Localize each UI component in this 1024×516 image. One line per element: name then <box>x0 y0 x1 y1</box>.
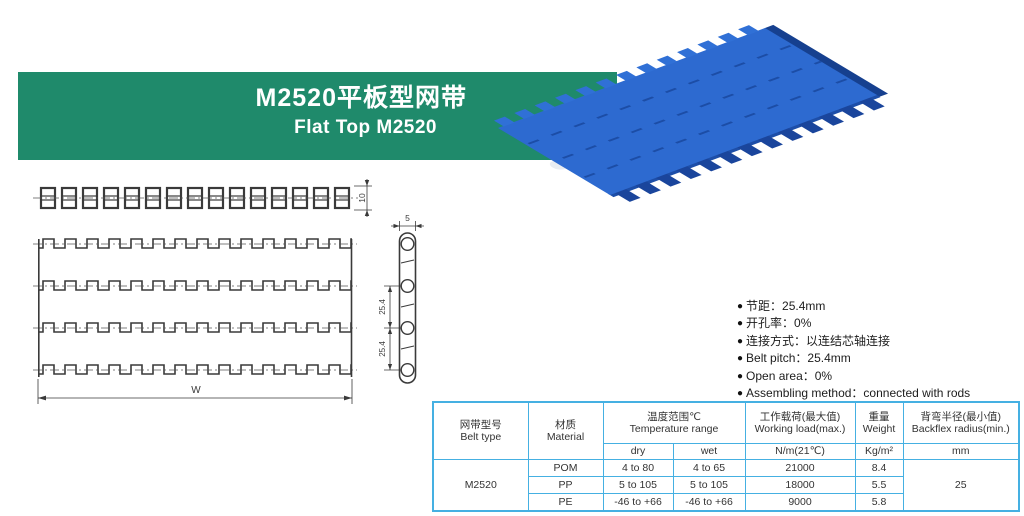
header-weight-zh: 重量 <box>868 410 890 423</box>
cell-backflex-radius: 25 <box>902 459 1020 512</box>
spec-item-label: 开孔率：0% <box>746 316 812 331</box>
cell-material: POM <box>527 459 604 477</box>
cell-temp-wet: 5 to 105 <box>672 476 746 494</box>
spec-item-label: Belt pitch：25.4mm <box>746 351 851 366</box>
cell-material: PP <box>527 476 604 494</box>
slat-details <box>400 259 415 350</box>
spec-item-label: Open area：0% <box>746 368 833 383</box>
bullet-icon: ● <box>737 370 744 382</box>
cell-temp-dry: -46 to +66 <box>602 493 674 512</box>
section-view-drawing: 5 25.4 25.4 <box>378 213 424 384</box>
cell-temp-dry: 5 to 105 <box>602 476 674 494</box>
spec-table-container: 网带型号 Belt type 材质 Material 温度范围℃ Tempera… <box>432 401 1020 512</box>
header-belt-type-zh: 网带型号 <box>459 418 502 431</box>
table-row-pp: PP 5 to 105 5 to 105 18000 5.5 <box>433 476 1019 494</box>
cell-temp-dry: 4 to 80 <box>602 459 674 477</box>
bullet-icon: ● <box>737 353 744 365</box>
spec-item-label: 连接方式：以连结芯轴连接 <box>746 333 891 348</box>
bullet-icon: ● <box>737 318 744 330</box>
header-material-zh: 材质 <box>555 418 576 431</box>
subheader-load-unit: N/m(21℃) <box>744 443 856 460</box>
header-material: 材质 Material <box>527 401 604 460</box>
header-weight-en: Weight <box>862 423 896 435</box>
belt-3d-group <box>493 24 889 202</box>
header-belt-type-en: Belt type <box>460 431 502 443</box>
cell-belt-type: M2520 <box>432 459 529 512</box>
spec-item-pitch-en: ●Belt pitch：25.4mm <box>737 350 970 367</box>
header-temp-en: Temperature range <box>629 423 719 435</box>
page-title: M2520平板型网带 <box>255 84 467 112</box>
header-belt-type: 网带型号 Belt type <box>432 401 529 460</box>
title-banner: M2520平板型网带 Flat Top M2520 <box>18 72 617 160</box>
subheader-backflex-unit: mm <box>902 443 1020 460</box>
cell-working-load: 21000 <box>744 459 856 477</box>
spec-table: 网带型号 Belt type 材质 Material 温度范围℃ Tempera… <box>432 401 1020 512</box>
pitch-dim-lower-label: 25.4 <box>378 341 387 357</box>
pitch-dim-upper-label: 25.4 <box>378 299 387 315</box>
spec-item-label: 节距：25.4mm <box>746 299 826 313</box>
belt-hinge-seams <box>527 44 851 178</box>
subheader-dry: dry <box>602 443 674 460</box>
header-weight: 重量 Weight <box>854 401 904 444</box>
cell-working-load: 9000 <box>744 493 856 512</box>
spec-item-label: Assembling method：connected with rods <box>746 386 971 401</box>
belt-right-edge <box>764 24 889 97</box>
header-load-en: Working load(max.) <box>754 423 846 435</box>
spec-list: ●节距：25.4mm ●开孔率：0% ●连接方式：以连结芯轴连接 ●Belt p… <box>737 298 970 402</box>
cell-temp-wet: -46 to +66 <box>672 493 746 512</box>
cell-working-load: 18000 <box>744 476 856 494</box>
header-load-zh: 工作载荷(最大值) <box>759 410 841 423</box>
header-working-load: 工作载荷(最大值) Working load(max.) <box>744 401 856 444</box>
cell-temp-wet: 4 to 65 <box>672 459 746 477</box>
edge-view-drawing: 10 <box>33 179 372 217</box>
spec-item-assembly-zh: ●连接方式：以连结芯轴连接 <box>737 333 970 350</box>
cell-material: PE <box>527 493 604 512</box>
pitch-extension-lines <box>384 285 401 371</box>
header-material-en: Material <box>546 431 585 443</box>
bullet-icon: ● <box>737 301 744 312</box>
belt-far-teeth <box>493 25 759 127</box>
header-temperature-range: 温度范围℃ Temperature range <box>602 401 746 444</box>
table-row-pe: PE -46 to +66 -46 to +66 9000 5.8 <box>433 493 1019 512</box>
spec-item-openarea-zh: ●开孔率：0% <box>737 315 970 332</box>
page-subtitle: Flat Top M2520 <box>294 116 437 138</box>
spec-item-pitch-zh: ●节距：25.4mm <box>737 298 970 315</box>
subheader-wet: wet <box>672 443 746 460</box>
cell-weight: 5.8 <box>854 493 904 512</box>
spec-item-openarea-en: ●Open area：0% <box>737 368 970 385</box>
edge-thickness-dim-label: 10 <box>357 193 367 203</box>
plan-view-drawing: W <box>33 236 357 404</box>
spec-item-assembly-en: ●Assembling method：connected with rods <box>737 385 970 402</box>
slat-width-dim-label: 5 <box>405 213 410 223</box>
cell-weight: 8.4 <box>854 459 904 477</box>
cell-weight: 5.5 <box>854 476 904 494</box>
belt-width-dim-label: W <box>191 385 201 396</box>
rod-holes <box>400 236 415 378</box>
bullet-icon: ● <box>737 335 744 347</box>
header-backflex-radius: 背弯半径(最小值) Backflex radius(min.) <box>902 401 1020 444</box>
header-temp-zh: 温度范围℃ <box>647 410 701 423</box>
rod-centerlines <box>33 243 357 371</box>
table-row-pom: M2520 POM 4 to 80 4 to 65 21000 8.4 25 <box>432 459 1020 512</box>
header-backflex-en: Backflex radius(min.) <box>911 423 1010 435</box>
belt-front-teeth <box>615 97 885 202</box>
header-backflex-zh: 背弯半径(最小值) <box>920 410 1002 423</box>
bullet-icon: ● <box>737 388 744 400</box>
subheader-weight-unit: Kg/m² <box>854 443 904 460</box>
